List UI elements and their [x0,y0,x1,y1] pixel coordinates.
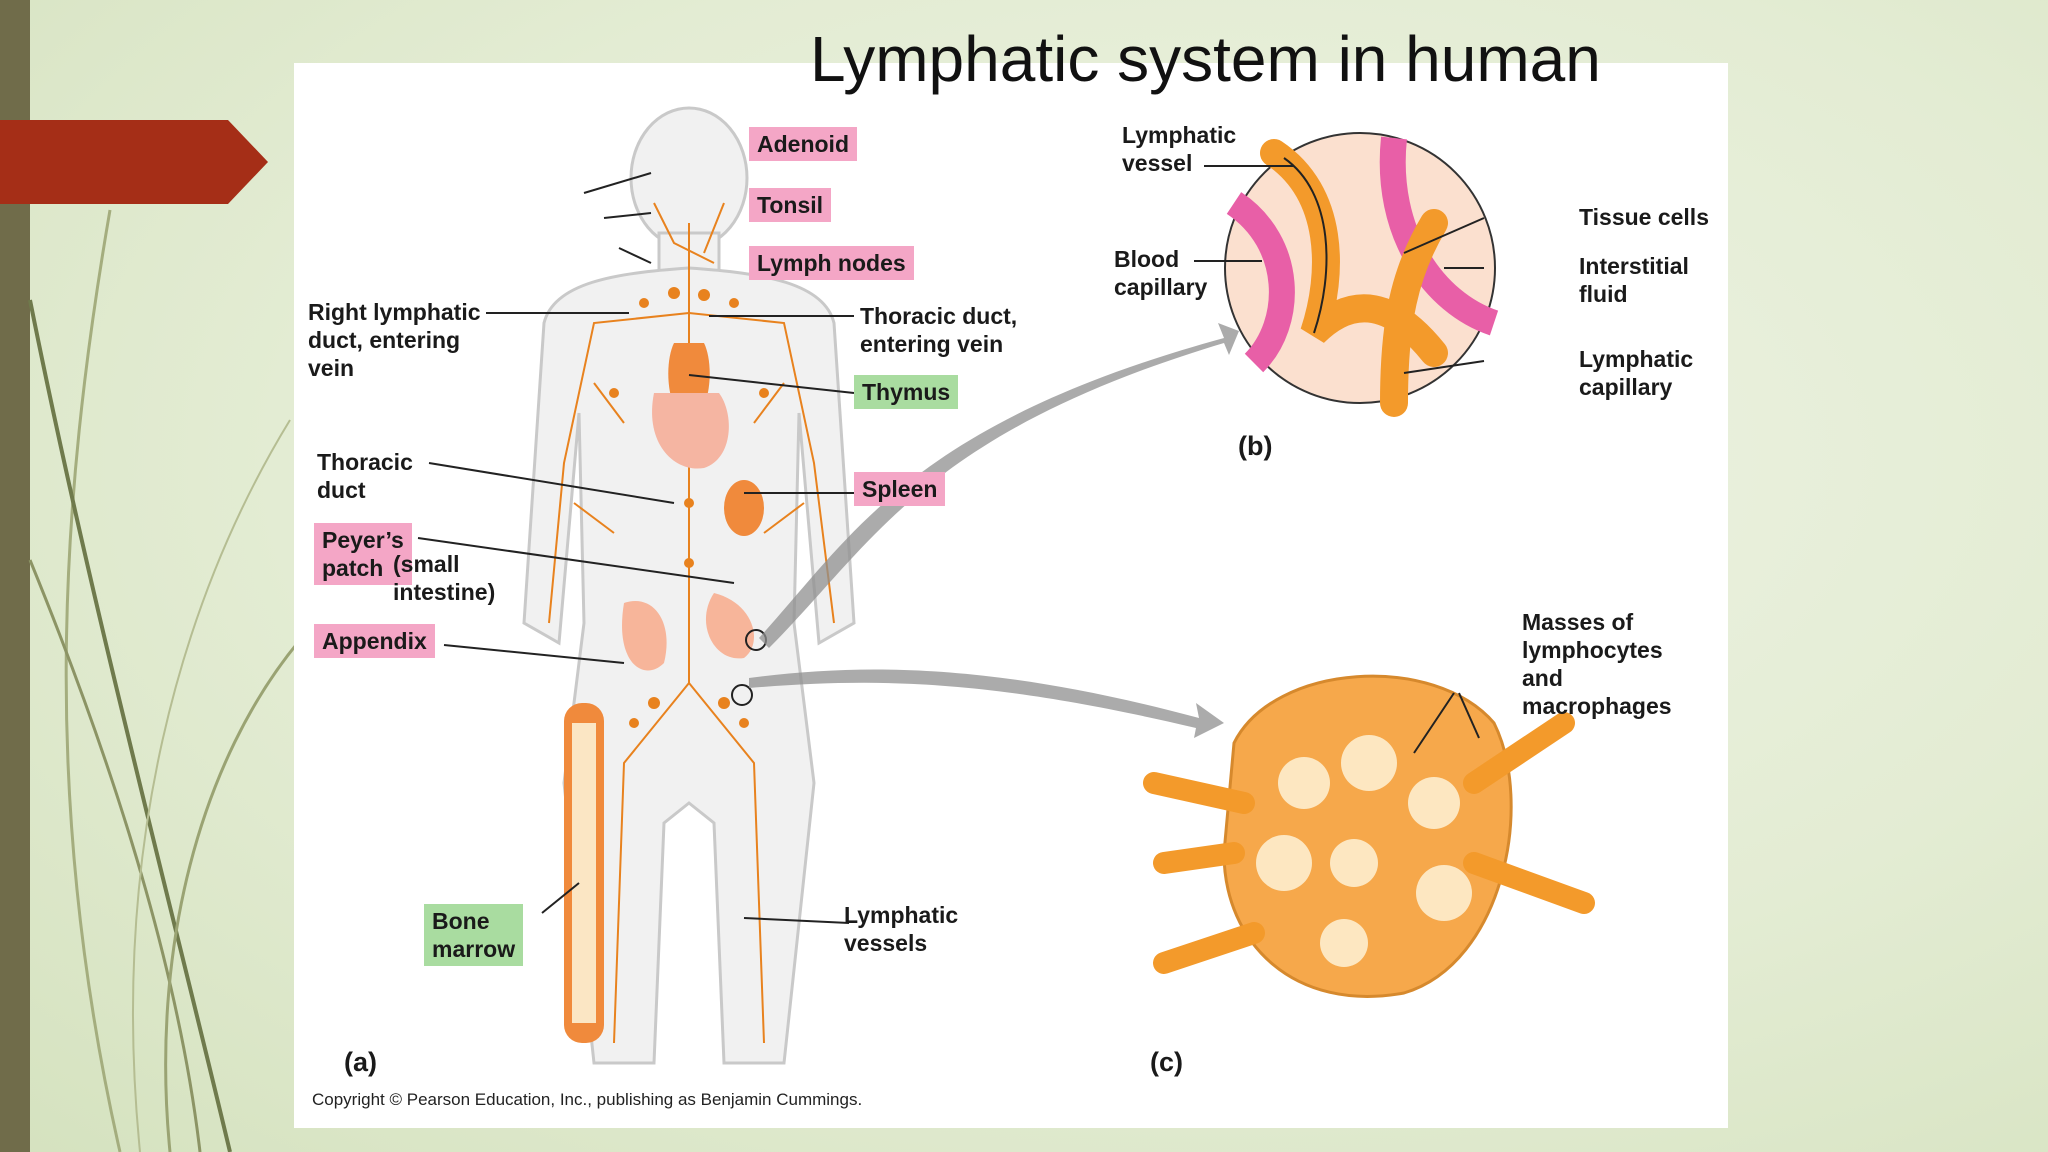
label-lymphatic-capillary: Lymphatic capillary [1579,346,1694,400]
label-lymph-nodes: Lymph nodes [749,246,914,280]
figure-panel: Adenoid Tonsil Lymph nodes Right lymphat… [294,63,1728,1128]
label-peyers-patch: Peyer’s patch [314,523,412,585]
panel-tag-c: (c) [1150,1047,1183,1077]
red-arrow-tag [0,120,268,204]
tissue-circle [1224,132,1499,417]
panel-tag-a: (a) [344,1047,377,1077]
label-interstitial-fluid: Interstitial fluid [1579,253,1689,307]
label-thoracic-duct-vein: Thoracic duct, entering vein [860,303,1018,357]
label-lymphatic-vessels: Lymphatic vessels [844,902,959,956]
lymphatic-illustration [417,106,1595,1065]
panel-tag-b: (b) [1238,431,1273,461]
intestine-organ [622,601,667,671]
label-tissue-cells: Tissue cells [1579,204,1709,230]
label-adenoid: Adenoid [749,127,857,161]
label-right-lymphatic-duct: Right lymphatic duct, entering vein [308,299,481,381]
heart-organ [652,393,729,469]
lymph-network [548,202,835,1044]
label-spleen: Spleen [854,472,946,506]
label-lymphatic-vessel: Lymphatic vessel [1122,122,1237,176]
lymph-node-section [1143,674,1595,998]
slide-title: Lymphatic system in human [810,23,1601,95]
label-small-intestine: (small intestine) [393,551,496,605]
spleen-organ [724,480,764,536]
label-thymus: Thymus [854,375,959,409]
copyright-notice: Copyright © Pearson Education, Inc., pub… [312,1090,863,1109]
label-masses: Masses of lymphocytes and macrophages [1522,609,1672,719]
label-blood-capillary: Blood capillary [1114,246,1208,300]
label-tonsil: Tonsil [749,188,832,222]
decorative-swoosh [28,209,302,1152]
small-intestine-organ [705,593,754,659]
label-appendix: Appendix [314,624,435,658]
lymph-node-dots [609,287,769,728]
label-thoracic-duct: Thoracic duct [317,449,413,503]
arrow-to-c [749,669,1224,738]
label-bone-marrow: Bone marrow [424,904,524,966]
